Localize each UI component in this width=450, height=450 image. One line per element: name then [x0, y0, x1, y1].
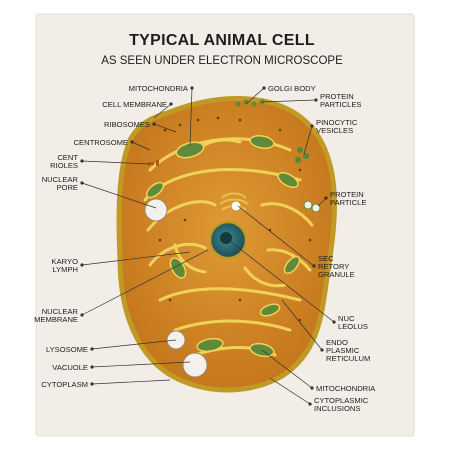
leader-line-golgi-body: [245, 87, 265, 105]
label-mitochondria: MITOCHONDRIA: [129, 84, 189, 93]
protein-particles: [235, 99, 265, 107]
label-vacuole: VACUOLE: [52, 363, 88, 372]
diagram-subtitle: AS SEEN UNDER ELECTRON MICROSCOPE: [101, 55, 343, 67]
leader-dot-protein-particles: [314, 98, 318, 102]
endoplasmic-reticulum: [143, 137, 314, 357]
diagram-title: TYPICAL ANIMAL CELL: [129, 32, 315, 49]
leader-line-protein-particles: [261, 99, 317, 103]
vacuole: [182, 352, 208, 378]
leader-line-mitochondria: [261, 349, 313, 389]
leader-line-ribosomes: [153, 123, 177, 133]
leader-dot-lysosome: [90, 347, 94, 351]
leader-line-endo-plasmic-reticulum: [281, 299, 323, 351]
leader-line-nuclear-pore: [81, 182, 157, 209]
leader-line-nuc-leolus: [225, 237, 335, 323]
leader-dot-protein-particle: [324, 196, 328, 200]
label-cell-membrane: CELL MEMBRANE: [102, 100, 167, 109]
leader-dot-nuc-leolus: [332, 320, 336, 324]
label-lysosome: LYSOSOME: [46, 345, 88, 354]
leader-dot-karyo-lymph: [80, 263, 84, 267]
leader-line-protein-particle: [317, 197, 327, 207]
leader-dot-pinocytic-vesicles: [310, 124, 314, 128]
secretory-granule: [230, 200, 242, 212]
leader-lines: [81, 87, 335, 405]
mitochondria: [145, 134, 301, 358]
leader-dot-mitochondria: [190, 86, 194, 90]
leader-dot-ribosomes: [152, 122, 156, 126]
leader-line-centrosome: [131, 141, 151, 151]
leader-line-cytoplasm: [91, 379, 171, 385]
leader-dot-mitochondria: [310, 386, 314, 390]
label-golgi-body: GOLGI BODY: [268, 84, 316, 93]
pinocytic-vesicles: [295, 147, 309, 163]
leader-line-cytoplasmic-inclusions: [269, 377, 311, 405]
leader-line-cent-rioles: [81, 160, 151, 165]
leader-dot-nuclear-pore: [80, 181, 84, 185]
leader-line-nuclear-membrane: [81, 249, 209, 316]
leader-dot-nuclear-membrane: [80, 313, 84, 317]
leader-dot-centrosome: [130, 140, 134, 144]
leader-dot-cytoplasm: [90, 382, 94, 386]
protein-particle: [303, 200, 321, 213]
leader-line-sec-retory-granule: [237, 205, 315, 267]
leader-dot-cytoplasmic-inclusions: [308, 402, 312, 406]
nuclear-pore-vesicle: [144, 198, 168, 222]
leader-line-cell-membrane: [153, 103, 172, 119]
label-centrosome: CENTROSOME: [74, 138, 128, 147]
leader-dot-endo-plasmic-reticulum: [320, 348, 324, 352]
label-cytoplasm: CYTOPLASM: [41, 380, 88, 389]
leader-line-lysosome: [91, 339, 177, 350]
cell: [116, 96, 337, 393]
leader-line-vacuole: [91, 361, 191, 368]
leader-dot-cent-rioles: [80, 159, 84, 163]
centrioles: [148, 160, 159, 166]
label-ribosomes: RIBOSOMES: [104, 120, 150, 129]
leader-line-karyo-lymph: [81, 251, 191, 266]
leader-line-pinocytic-vesicles: [303, 125, 313, 155]
leader-line-mitochondria: [189, 87, 193, 147]
ribosomes: [158, 116, 312, 322]
label-mitochondria: MITOCHONDRIA: [316, 384, 376, 393]
leader-dot-vacuole: [90, 365, 94, 369]
leader-dot-cell-membrane: [169, 102, 173, 106]
leader-dot-sec-retory-granule: [312, 264, 316, 268]
leader-dot-golgi-body: [262, 86, 266, 90]
